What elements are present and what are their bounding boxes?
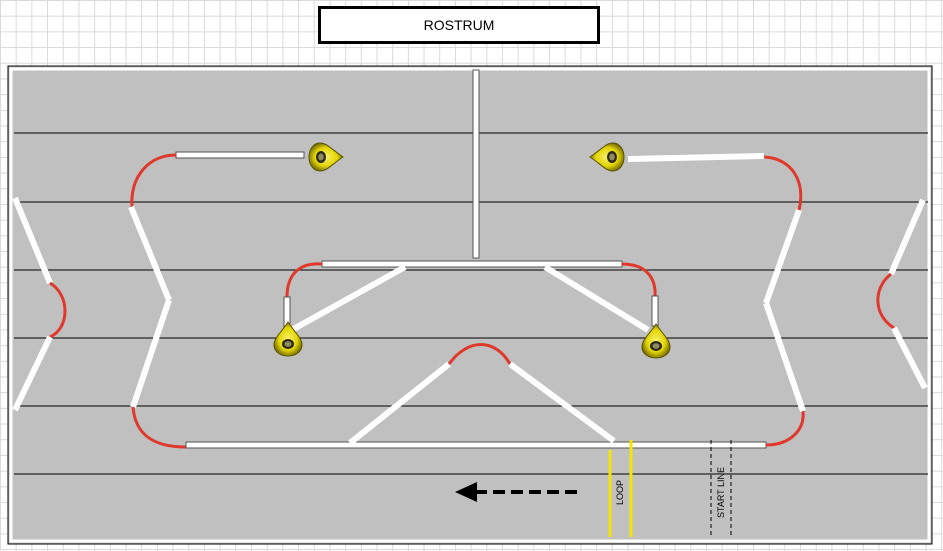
bump-left-rail <box>348 361 451 446</box>
loop-marker: LOOP <box>608 440 633 537</box>
far-left-upper-rail <box>12 196 53 285</box>
inner-right-curve <box>621 262 657 297</box>
bottom-right-curve <box>765 410 805 447</box>
start-line-label: START LINE <box>716 467 726 518</box>
floor-border <box>9 67 931 543</box>
rostrum-label: ROSTRUM <box>423 17 495 33</box>
top-right-rail <box>627 153 765 162</box>
floor-area <box>7 65 933 545</box>
far-right-lower-rail <box>891 326 928 390</box>
top-left-curve <box>130 153 177 208</box>
bottom-rail <box>185 441 767 449</box>
inner-right-post <box>651 295 659 327</box>
center-divider <box>472 69 480 259</box>
far-right-curve <box>876 272 895 330</box>
start-line-marker: START LINE <box>710 440 732 537</box>
bump-right-rail <box>508 361 616 444</box>
arrow-left-icon <box>455 482 578 502</box>
top-right-curve <box>763 155 803 211</box>
bump-curve <box>447 343 512 365</box>
far-right-upper-rail <box>888 198 926 276</box>
inner-left-diagonal <box>288 264 407 334</box>
far-left-curve <box>49 281 67 339</box>
inner-right-diagonal <box>543 264 650 333</box>
loop-label: LOOP <box>615 480 625 505</box>
top-left-rail <box>175 151 305 159</box>
right-zigzag-upper <box>763 208 802 305</box>
inner-left-curve <box>285 262 323 298</box>
right-zigzag-lower <box>763 302 806 412</box>
far-left-lower-rail <box>12 335 53 412</box>
bottom-left-curve <box>131 406 187 449</box>
inner-top-rail <box>321 260 623 268</box>
left-zigzag-upper <box>128 205 172 302</box>
rostrum-box: ROSTRUM <box>318 6 600 44</box>
left-zigzag-lower <box>130 299 172 408</box>
